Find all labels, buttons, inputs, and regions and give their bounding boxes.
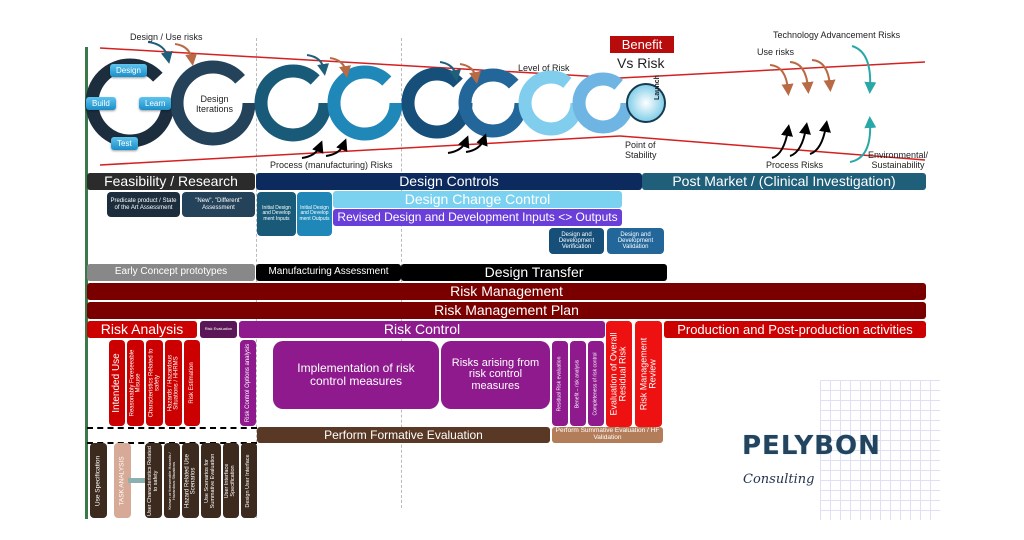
task-arrow-icon	[128, 478, 146, 483]
process-risks-label: Process (manufacturing) Risks	[270, 160, 393, 170]
cycle-ring	[254, 64, 332, 142]
usability-item-label: TASK ANALYSIS	[118, 455, 126, 506]
design-verification[interactable]: Design and Development Verification	[549, 228, 604, 254]
initial-inputs[interactable]: Initial Design and Develop ment Inputs	[257, 192, 296, 236]
launch-label: Launch	[654, 75, 661, 100]
design-transfer[interactable]: Design Transfer	[401, 264, 667, 281]
cycle-ring	[401, 67, 473, 139]
design-use-risks-label: Design / Use risks	[130, 32, 203, 42]
phase-feasibility[interactable]: Feasibility / Research	[87, 173, 255, 190]
risk-control-options[interactable]: Risk Control Options analysis	[240, 340, 256, 426]
summative-use-scenarios[interactable]: Use Scenarios for Summative Evaluation	[201, 443, 221, 518]
overall-residual-label: Evaluation of Overall Residual Risk	[608, 332, 628, 416]
usability-item-label: Use Scenarios for Summative Evaluation	[204, 453, 216, 508]
risk-management-plan[interactable]: Risk Management Plan	[87, 302, 926, 319]
timeline-rule	[85, 47, 88, 519]
risk-management[interactable]: Risk Management	[87, 283, 926, 300]
risk-analysis[interactable]: Risk Analysis	[87, 321, 197, 338]
analysis-item-label: Risk Estimation	[188, 362, 195, 404]
benefit-risk-analysis[interactable]: Benefit – risk analysis	[570, 341, 586, 426]
risk-line-upper-post	[619, 61, 926, 79]
perform-formative-evaluation[interactable]: Perform Formative Evaluation	[257, 427, 550, 443]
cycle-ring	[572, 72, 634, 134]
tech-risks-label: Technology Advancement Risks	[773, 30, 901, 40]
design-change-control[interactable]: Design Change Control	[333, 191, 622, 208]
analysis-item-label: Hazards / Hazardous Situations / HHRMS	[167, 354, 180, 412]
chip-learn: Learn	[139, 97, 172, 110]
usability-item-label: Design User Interface	[245, 453, 252, 508]
cycle-ring	[518, 70, 584, 136]
use-risks-label: Use risks	[757, 47, 795, 57]
known-hazards[interactable]: Known or foreseeable Hazards / Hazardous…	[164, 443, 180, 518]
launch-sphere	[626, 83, 666, 123]
risk-funnel-diagram	[85, 41, 926, 166]
new-different-assessment[interactable]: "New", "Different" Assessment	[182, 192, 255, 217]
phase-design-controls[interactable]: Design Controls	[256, 173, 642, 190]
analysis-item-label: Characteristics Related to safety	[148, 348, 161, 418]
brand-grid-background	[820, 380, 940, 520]
cycle-ring	[458, 68, 528, 138]
control-item-label: Completeness of risk control	[592, 351, 599, 416]
hazard-use-scenarios[interactable]: Hazard Related Use Scenarios	[182, 443, 199, 518]
cycle-ring	[327, 65, 403, 141]
design-validation[interactable]: Design and Development Validation	[607, 228, 664, 254]
chip-design: Design	[110, 64, 147, 77]
risks-arising-control[interactable]: Risks arising from risk control measures	[441, 341, 550, 409]
vs-risk-label: Vs Risk	[617, 55, 665, 71]
manufacturing-assessment[interactable]: Manufacturing Assessment	[256, 264, 401, 281]
use-specification[interactable]: Use Specification	[90, 443, 107, 518]
chip-build: Build	[86, 97, 116, 110]
completeness-risk-control[interactable]: Completeness of risk control	[588, 341, 604, 426]
overall-residual-risk[interactable]: Evaluation of Overall Residual Risk	[606, 321, 632, 427]
early-concept-prototypes[interactable]: Early Concept prototypes	[87, 264, 255, 281]
benefit-badge: Benefit	[610, 36, 674, 53]
revised-design-inputs-outputs[interactable]: Revised Design and Development Inputs <>…	[333, 209, 622, 226]
predicate-assessment[interactable]: Predicate product / State of the Art Ass…	[107, 192, 180, 217]
risk-line-upper	[99, 47, 621, 79]
usability-item-label: Hazard Related Use Scenarios	[184, 453, 197, 508]
usability-item-label: Use Specification	[94, 455, 102, 506]
phase-post-market[interactable]: Post Market / (Clinical Investigation)	[642, 173, 926, 190]
chip-test: Test	[111, 137, 138, 150]
residual-risk-evaluation[interactable]: Residual Risk evaluation	[552, 341, 568, 426]
user-characteristics[interactable]: User Characteristics Related to safety	[145, 443, 162, 518]
usability-dashed-frame	[87, 427, 257, 444]
usability-item-label: User Interface Specification	[224, 463, 236, 498]
brand-tagline: Consulting	[743, 472, 815, 487]
analysis-misuse[interactable]: Reasonably Foreseeable Misuse	[127, 340, 144, 426]
perform-summative-evaluation[interactable]: Perform Summative Evaluation / HF Valida…	[552, 427, 663, 443]
analysis-item-label: Reasonably Foreseeable Misuse	[129, 349, 142, 417]
risk-management-review[interactable]: Risk Management Review	[635, 321, 662, 427]
analysis-risk-estimation[interactable]: Risk Estimation	[184, 340, 200, 426]
level-of-risk-label: Level of Risk	[518, 63, 570, 73]
analysis-characteristics[interactable]: Characteristics Related to safety	[146, 340, 163, 426]
implementation-risk-control[interactable]: Implementation of risk control measures	[273, 341, 439, 409]
analysis-hazards[interactable]: Hazards / Hazardous Situations / HHRMS	[165, 340, 182, 426]
risk-control[interactable]: Risk Control	[239, 321, 605, 338]
risk-line-lower	[99, 135, 621, 166]
point-of-stability-label: Point of Stability	[625, 140, 657, 160]
user-interface-specification[interactable]: User Interface Specification	[223, 443, 239, 518]
environmental-label: Environmental/ Sustainability	[868, 150, 929, 170]
task-analysis[interactable]: TASK ANALYSIS	[114, 443, 131, 518]
risk-line-lower-post	[619, 135, 926, 161]
process-risks-post-label: Process Risks	[766, 160, 824, 170]
initial-outputs[interactable]: Initial Design and Develop ment Outputs	[297, 192, 332, 236]
control-item-label: Residual Risk evaluation	[556, 356, 563, 411]
control-options-label: Risk Control Options analysis	[244, 343, 251, 423]
cycle-ring	[170, 60, 256, 146]
production-post-production[interactable]: Production and Post-production activitie…	[664, 321, 926, 338]
brand-logo: PELYBON	[742, 431, 881, 461]
usability-item-label: User Characteristics Related to safety	[146, 445, 159, 516]
review-label: Risk Management Review	[638, 337, 658, 411]
analysis-intended-use[interactable]: Intended Use	[109, 340, 125, 426]
design-user-interface[interactable]: Design User Interface	[241, 443, 257, 518]
usability-item-label: Known or foreseeable Hazards / Hazardous…	[166, 451, 176, 510]
design-iterations-label: Design Iterations	[196, 94, 234, 114]
risk-evaluation[interactable]: Risk Evaluation	[200, 321, 237, 338]
analysis-item-label: Intended Use	[110, 353, 122, 413]
control-item-label: Benefit – risk analysis	[574, 359, 581, 408]
